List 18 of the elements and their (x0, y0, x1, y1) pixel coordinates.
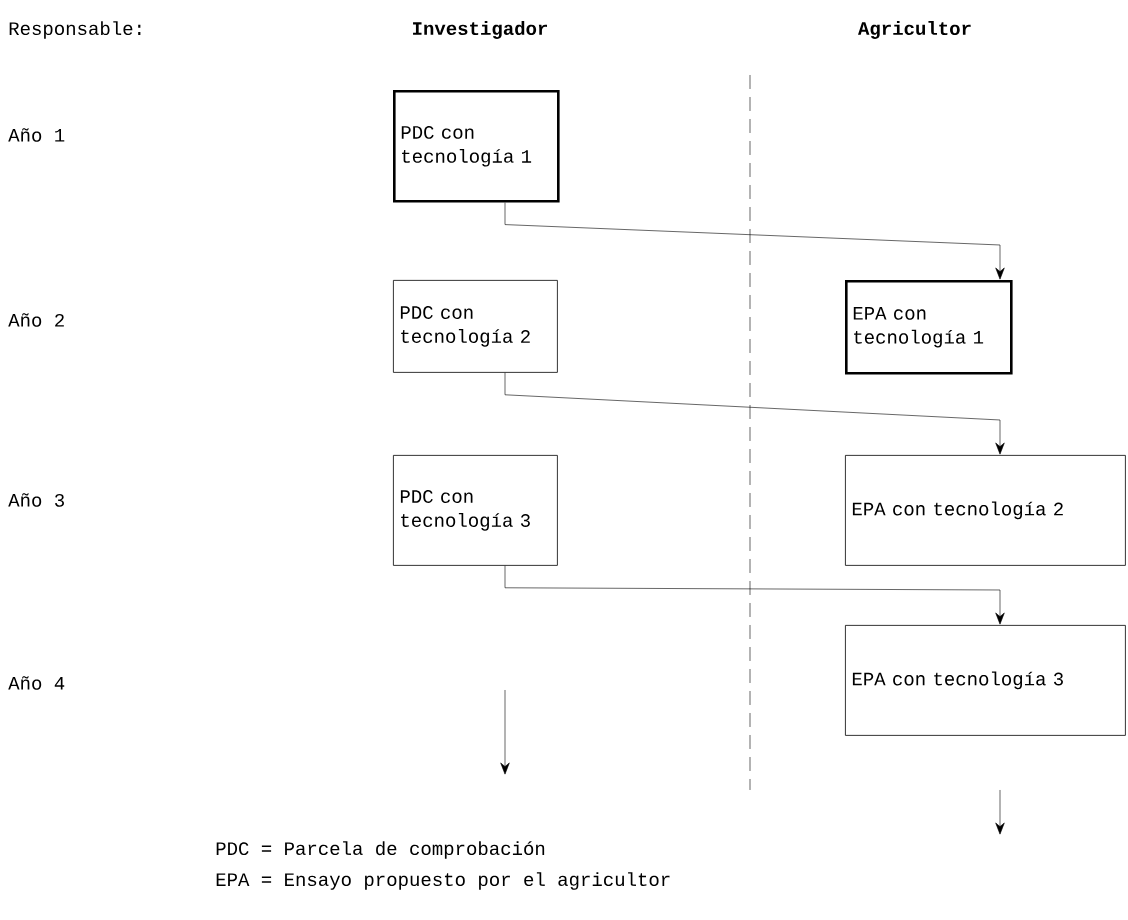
row-label: Año 3 (8, 493, 64, 507)
row-label: Año 2 (8, 313, 64, 327)
legend-text: EPA = Ensayo propuesto por el agricultor (216, 872, 670, 890)
arrow (504, 372, 1005, 455)
row-label: Responsable: (9, 21, 141, 39)
process-box: EPA con tecnología 3 (845, 625, 1126, 736)
process-box: PDC con tecnología 2 (393, 280, 558, 373)
process-box: EPA con tecnología 1 (845, 280, 1013, 375)
process-box: EPA con tecnología 2 (845, 455, 1126, 566)
column-heading: Investigador (413, 21, 547, 39)
process-box: PDC con tecnología 3 (393, 455, 558, 566)
arrow (504, 565, 1005, 625)
process-box: PDC con tecnología 1 (393, 90, 560, 203)
row-label: Año 4 (8, 676, 65, 690)
arrow (504, 202, 1005, 280)
legend-text: PDC = Parcela de comprobación (216, 841, 545, 859)
column-heading: Agricultor (858, 21, 971, 39)
row-label: Año 1 (8, 128, 65, 142)
